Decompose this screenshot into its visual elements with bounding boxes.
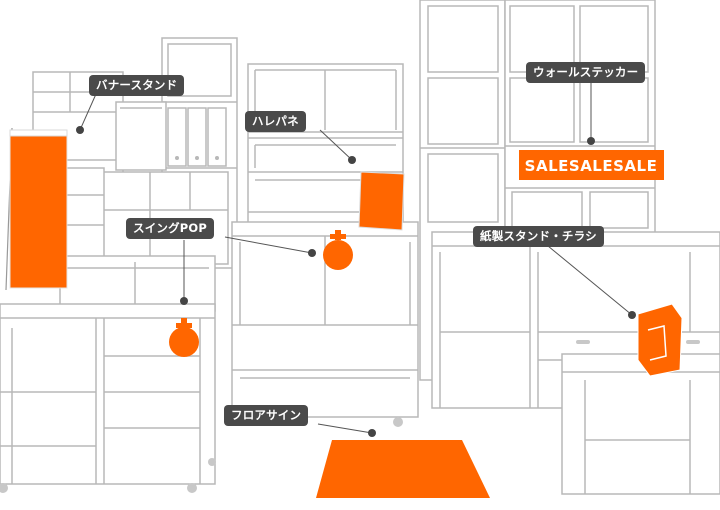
hale-pane-graphic	[358, 171, 405, 231]
shelf-center-front	[231, 221, 419, 418]
shelf-mid-left	[63, 167, 229, 265]
leader-dots	[76, 126, 636, 437]
shelf-left-front	[0, 255, 216, 485]
paper-stand-label: 紙製スタンド・チラシ	[473, 226, 604, 247]
floor-sign-graphic	[316, 440, 490, 498]
banner-stand-label: バナースタンド	[89, 75, 185, 96]
floor-sign-label: フロアサイン	[224, 405, 309, 426]
shelf-right-front	[561, 353, 720, 495]
drawer-handles	[576, 340, 700, 344]
wall-sticker-label: ウォールステッカー	[526, 62, 646, 83]
swing-pop-graphic	[169, 230, 353, 357]
swing-pop-label: スイングPOP	[126, 218, 215, 239]
banner-stand-graphic	[5, 127, 68, 291]
leader-lines	[79, 82, 633, 434]
wall-sticker-text: SALESALESALE	[525, 157, 658, 175]
wall-sticker-graphic: SALESALESALE	[519, 150, 664, 180]
hale-pane-label: ハレパネ	[245, 111, 306, 132]
paper-stand-graphic	[637, 303, 683, 377]
